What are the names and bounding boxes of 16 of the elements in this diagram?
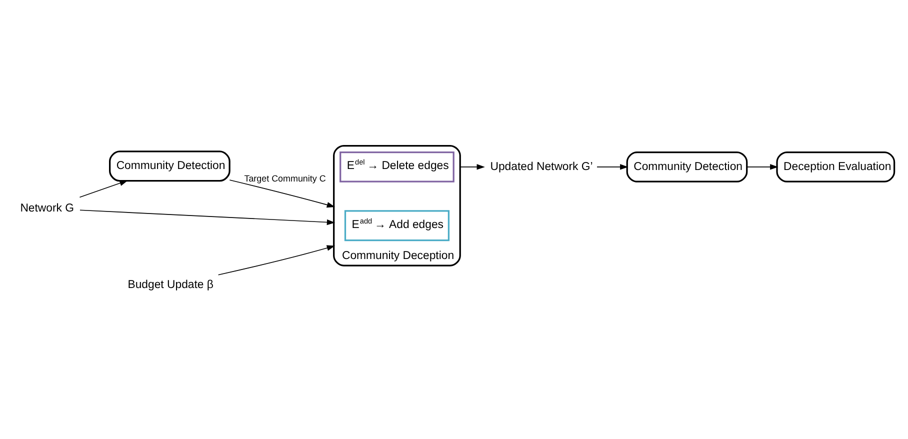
node-box: E$^{del}$ → Delete edges xyxy=(340,151,454,182)
arrow xyxy=(596,164,628,170)
arrow xyxy=(229,180,336,208)
arrow xyxy=(80,210,336,226)
node-text: Budget Update β xyxy=(128,279,214,292)
arrow xyxy=(218,245,336,276)
node-box: Community Detection xyxy=(626,151,748,182)
node-box: Deception Evaluation xyxy=(776,151,896,182)
arrow xyxy=(460,164,485,170)
node-box: Community Detection xyxy=(109,150,230,182)
edge-label: Target Community C xyxy=(244,173,326,184)
node-box: E$^{add}$ → Add edges xyxy=(344,210,450,242)
node-text: Updated Network G’ xyxy=(490,160,593,173)
node-text: Network G xyxy=(20,202,74,215)
arrow xyxy=(746,164,778,170)
arrow xyxy=(79,180,128,198)
